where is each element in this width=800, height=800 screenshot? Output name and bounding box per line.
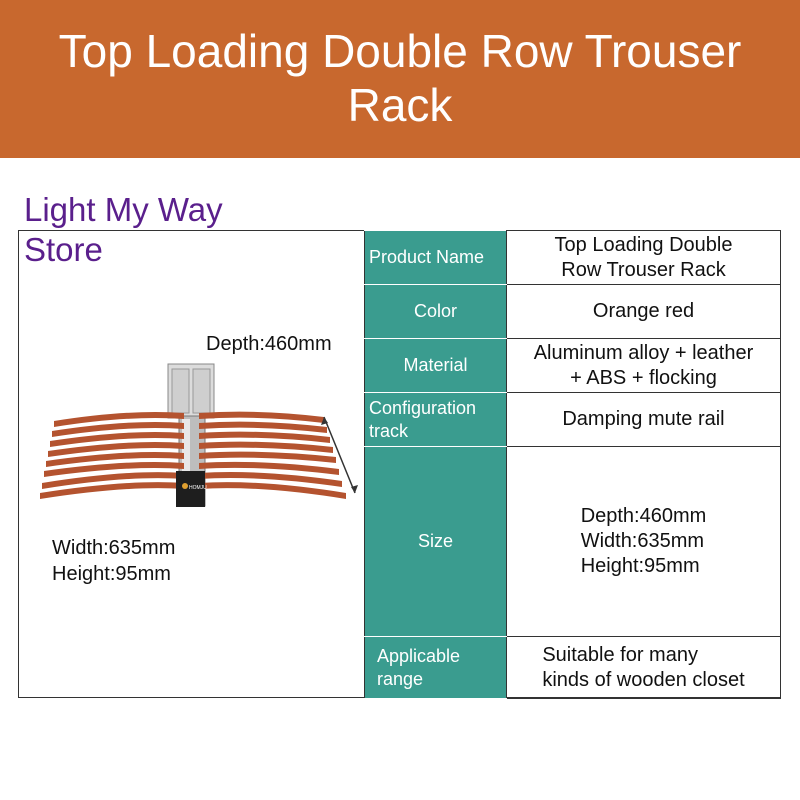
- spec-value: Top Loading Double Row Trouser Rack: [506, 230, 781, 285]
- spec-value-line: Row Trouser Rack: [561, 258, 726, 281]
- spec-value-line: + ABS + flocking: [570, 366, 717, 389]
- spec-row-configuration: Configuration track Damping mute rail: [364, 392, 781, 447]
- spec-value: Depth:460mm Width:635mm Height:95mm: [506, 446, 781, 637]
- spec-value-line: kinds of wooden closet: [542, 668, 745, 691]
- spec-value-line: Depth:460mm: [580, 505, 707, 527]
- spec-label: Product Name: [364, 230, 507, 285]
- spec-label: Size: [364, 446, 507, 637]
- spec-label: Applicable range: [364, 636, 507, 699]
- dimension-height: Height:95mm: [52, 563, 171, 585]
- spec-value-block: Suitable for many kinds of wooden closet: [542, 643, 744, 693]
- spec-row-product-name: Product Name Top Loading Double Row Trou…: [364, 230, 781, 285]
- spec-value-line: Width:635mm: [580, 530, 705, 552]
- spec-value: Orange red: [506, 284, 781, 339]
- depth-arrow: [323, 416, 356, 494]
- banner-title: Top Loading Double Row Trouser Rack: [58, 25, 742, 131]
- spec-row-material: Material Aluminum alloy + leather + ABS …: [364, 338, 781, 393]
- spec-value: Damping mute rail: [506, 392, 781, 447]
- title-banner: Top Loading Double Row Trouser Rack: [0, 0, 800, 158]
- spec-table: Product Name Top Loading Double Row Trou…: [364, 230, 781, 699]
- dimension-depth: Depth:460mm: [206, 333, 332, 355]
- dimension-width-height: Width:635mm Height:95mm: [52, 535, 175, 587]
- spec-value: Aluminum alloy + leather + ABS + flockin…: [506, 338, 781, 393]
- spec-value-line: Top Loading Double: [554, 233, 733, 256]
- rack-bars-right: [199, 411, 346, 499]
- spec-value-line: Suitable for many: [542, 643, 698, 666]
- product-image-area: HOMJU: [19, 231, 364, 697]
- spec-row-color: Color Orange red: [364, 284, 781, 339]
- rack-bars-left: [40, 412, 184, 499]
- dimension-width: Width:635mm: [52, 537, 176, 559]
- spec-value-block: Depth:460mm Width:635mm Height:95mm: [581, 504, 707, 579]
- product-image: HOMJU: [40, 363, 358, 507]
- spec-row-applicable-range: Applicable range Suitable for many kinds…: [364, 636, 781, 699]
- store-name: Light My Way Store: [24, 191, 223, 268]
- spec-label: Configuration track: [364, 392, 507, 447]
- spec-value-line: Aluminum alloy + leather: [533, 341, 754, 364]
- rack-logo: HOMJU: [189, 485, 207, 491]
- spec-row-size: Size Depth:460mm Width:635mm Height:95mm: [364, 446, 781, 637]
- spec-value: Suitable for many kinds of wooden closet: [506, 636, 781, 699]
- spec-label: Material: [364, 338, 507, 393]
- rack-base: [176, 471, 205, 507]
- spec-label: Color: [364, 284, 507, 339]
- spec-value-line: Height:95mm: [580, 555, 700, 577]
